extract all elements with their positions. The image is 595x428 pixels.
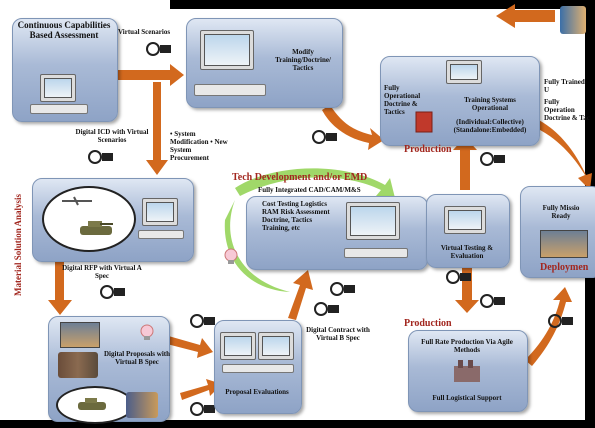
- digital-icd-label: Digital ICD with Virtual Scenarios: [75, 128, 149, 144]
- fully-operational-doctrine-label: Fully Operational Doctrine & Tactics: [384, 84, 421, 116]
- production-bottom-box: [408, 330, 528, 412]
- keyboard-icon: [222, 364, 294, 373]
- cam-logo-icon: [314, 302, 339, 316]
- drone-photo: [60, 322, 100, 348]
- proposal-evaluations-label: Proposal Evaluations: [225, 388, 289, 396]
- cam-logo-icon: [190, 314, 215, 328]
- cam-logo-icon: [312, 130, 337, 144]
- keyboard-icon: [138, 230, 184, 239]
- arrow-production-to-deployment: [525, 287, 572, 366]
- cam-logo-icon: [548, 314, 573, 328]
- monitor-icon: [40, 74, 76, 102]
- drone-photo: [540, 230, 588, 258]
- cam-logo-icon: [146, 42, 171, 56]
- cam-logo-icon: [190, 402, 215, 416]
- tech-list: Cost Testing Logistics RAM Risk Assessme…: [262, 200, 330, 232]
- virtual-scenarios-label: Virtual Scenarios: [118, 28, 171, 36]
- full-rate-production-label: Full Rate Production Via Agile Methods: [421, 338, 513, 354]
- tank-icon: [78, 398, 106, 410]
- soldier-icon: [58, 352, 98, 378]
- digital-rfp-label: Digital RFP with Virtual A Spec: [62, 264, 142, 280]
- tank-icon: [80, 221, 113, 235]
- modify-training-label: Modify Training/Doctrine/ Tactics: [275, 48, 331, 72]
- arrow-top-right-left: [496, 4, 555, 28]
- arrow-testing-to-production: [455, 265, 479, 313]
- cam-logo-icon: [100, 285, 125, 299]
- arrow-proposals-to-evaluations: [163, 335, 213, 358]
- cam-logo-icon: [446, 270, 471, 284]
- arrow-rfp-down: [48, 262, 72, 315]
- cam-logo-icon: [480, 152, 505, 166]
- training-systems-label: Training Systems Operational: [464, 96, 516, 112]
- monitor-icon: [346, 202, 400, 240]
- monitor-icon: [444, 206, 486, 234]
- monitor-icon: [142, 198, 178, 226]
- cam-logo-icon: [88, 150, 113, 164]
- fully-operational-right-label: Fully Operation Doctrine & Tac: [544, 98, 590, 122]
- arrow-bottom-to-evaluations: [180, 379, 222, 400]
- production-bottom-label: Production: [404, 318, 452, 329]
- digital-contract-label: Digital Contract with Virtual B Spec: [306, 326, 370, 342]
- material-solution-label: Material Solution Analysis: [13, 194, 23, 297]
- arrow-evaluations-to-tech: [288, 270, 313, 320]
- keyboard-icon: [194, 84, 266, 96]
- drone-icon: [62, 196, 92, 206]
- monitor-icon: [200, 30, 254, 70]
- arrow-modify-to-production: [322, 105, 384, 150]
- full-logistical-support-label: Full Logistical Support: [432, 394, 502, 402]
- individual-collective-label: (Individual:Collective) (Standalone:Embe…: [453, 118, 527, 134]
- bottom-black-bar: [0, 420, 595, 428]
- lightbulb-icon: [224, 248, 238, 264]
- arrow-capabilities-to-modify: [117, 64, 184, 86]
- keyboard-icon: [344, 248, 408, 258]
- document-icon: [415, 111, 433, 133]
- virtual-testing-label: Virtual Testing & Evaluation: [440, 244, 494, 260]
- fully-mission-ready-label: Fully Missio Ready: [542, 204, 580, 220]
- arrow-tech-to-production: [453, 137, 477, 190]
- lightbulb-icon: [140, 324, 154, 340]
- production-top-label: Production: [404, 144, 452, 155]
- deployment-label: Deploymen: [540, 262, 589, 273]
- green-cycle-arrow: [224, 200, 290, 292]
- cam-logo-icon: [330, 282, 355, 296]
- soldier-icon: [126, 392, 158, 418]
- digital-proposals-label: Digital Proposals with Virtual B Spec: [104, 350, 170, 366]
- monitor-icon: [220, 332, 256, 360]
- monitor-icon: [446, 60, 482, 84]
- fully-trained-label: Fully Trained U: [544, 78, 585, 94]
- system-mods-label: • System Modification • New System Procu…: [170, 130, 228, 162]
- factory-icon: [454, 360, 480, 382]
- keyboard-icon: [30, 104, 88, 114]
- capabilities-title: Continuous Capabilities Based Assessment: [17, 20, 111, 40]
- monitor-icon: [258, 332, 294, 360]
- soldier-icon: [560, 6, 586, 34]
- tech-dev-title: Tech Development and/or EMD: [232, 172, 368, 183]
- arrow-capabilities-down: [146, 82, 168, 175]
- top-black-bar: [170, 0, 595, 9]
- concept-cloud: [42, 186, 136, 252]
- cam-logo-icon: [480, 294, 505, 308]
- fully-integrated-label: Fully Integrated CAD/CAM/M&S: [258, 186, 361, 194]
